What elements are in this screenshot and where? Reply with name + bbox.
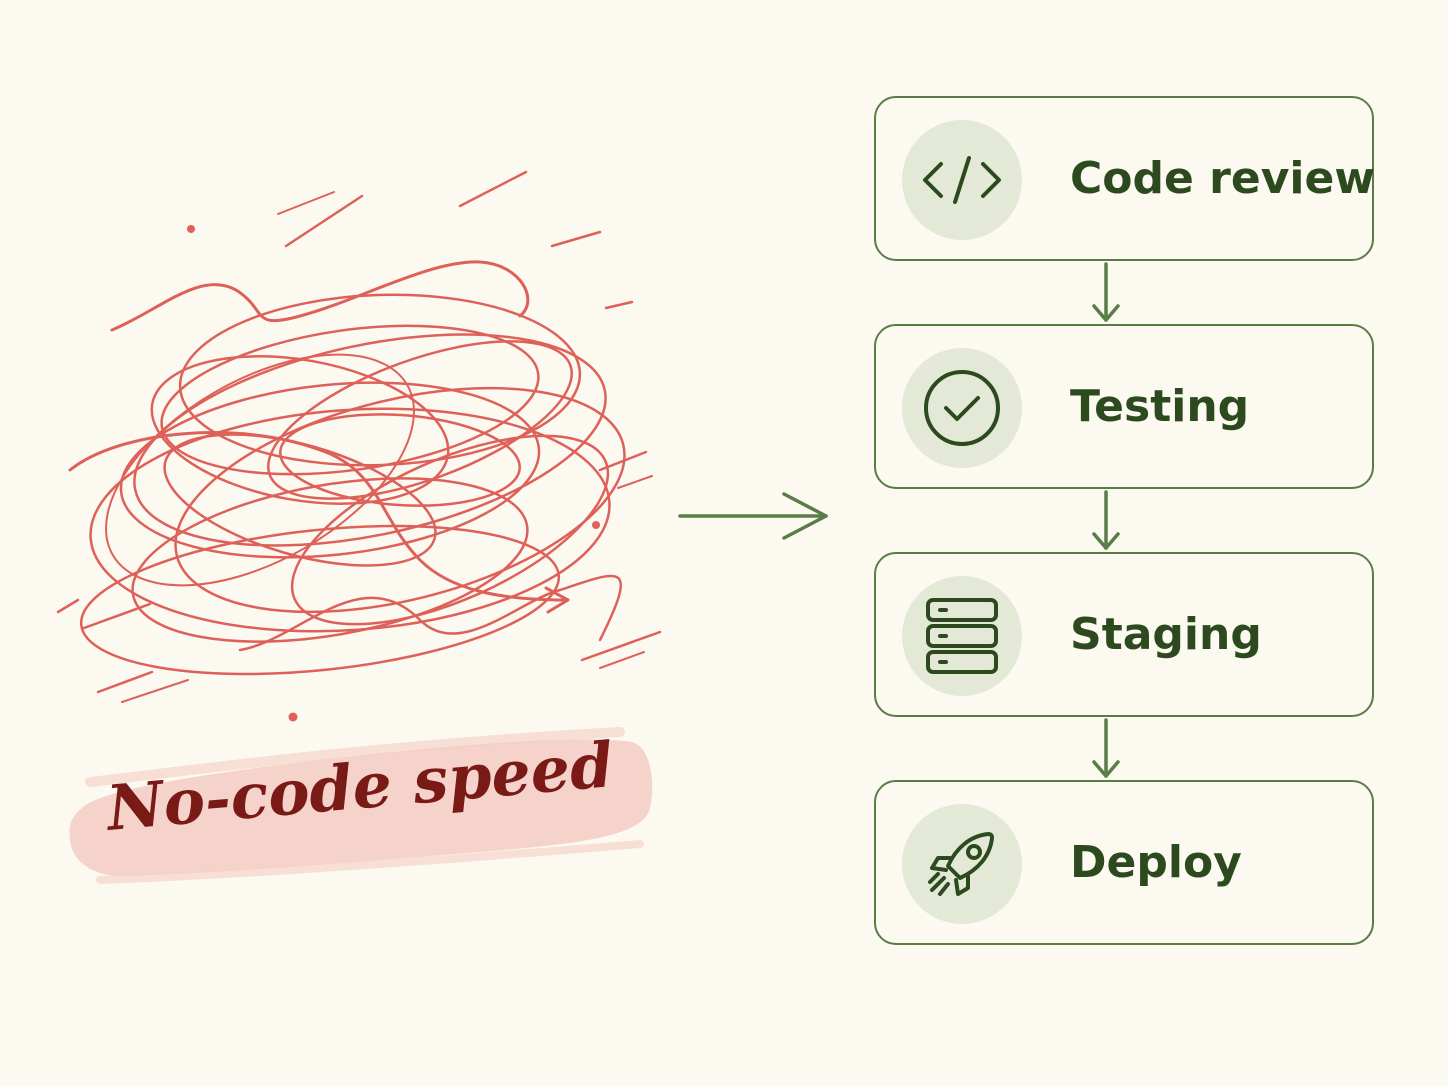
check-circle-icon [902,348,1022,468]
scribble-mess [56,170,662,722]
no-code-label: No-code speed [60,712,660,892]
speed-dash [96,670,154,694]
step-testing: Testing [874,324,1374,489]
speck-dot [288,712,298,722]
flow-arrowhead-1 [1092,304,1120,322]
flow-arrowhead-2 [1092,532,1120,550]
flow-arrowhead-3 [1092,760,1120,778]
step-label: Deploy [1070,837,1242,888]
rocket-icon [902,804,1022,924]
step-label: Code review [1070,153,1375,204]
step-label: Staging [1070,609,1262,660]
speck-dot [592,521,600,529]
speed-dash [121,679,189,703]
step-deploy: Deploy [874,780,1374,945]
scribble-wave [110,260,530,332]
speed-dash [580,630,662,662]
main-arrowhead [782,492,828,540]
speed-dash [458,170,528,208]
server-stack-icon [902,576,1022,696]
speed-dash [56,598,80,614]
speed-dash [284,194,364,248]
speed-dash [599,651,645,669]
speck-dot [187,225,195,233]
brush-stroke [69,727,653,884]
speed-dash [604,300,634,310]
scribble-sweep [68,431,568,602]
speed-dash [617,475,653,489]
step-label: Testing [1070,381,1250,432]
scribble-wave [238,574,623,652]
step-staging: Staging [874,552,1374,717]
speed-dash [277,191,335,215]
code-icon [902,120,1022,240]
step-code-review: Code review [874,96,1375,261]
speed-dash [550,230,602,248]
